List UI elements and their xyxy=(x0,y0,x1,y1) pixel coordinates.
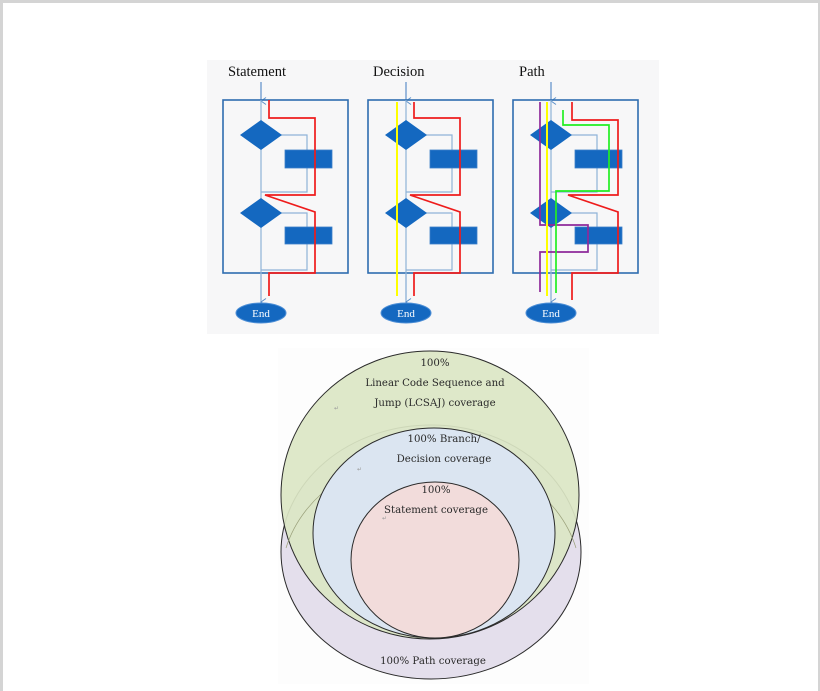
purple-path-line xyxy=(539,102,589,292)
process-box-2 xyxy=(429,226,478,245)
statement-label-line2: Statement coverage xyxy=(384,505,488,516)
decision-diamond-1 xyxy=(385,120,427,150)
flowcharts-svg: Statement End Decisio xyxy=(222,64,639,324)
end-node xyxy=(525,302,577,324)
branch-label-line2: Decision coverage xyxy=(397,454,492,465)
paragraph-mark: ↵ xyxy=(382,515,387,522)
red-path-line xyxy=(567,102,619,300)
lcsaj-label-line3: Jump (LCSAJ) coverage xyxy=(373,397,495,409)
red-path-line xyxy=(264,100,316,296)
flowchart-title: Statement xyxy=(228,64,286,80)
end-label: End xyxy=(252,308,270,320)
decision-diamond-1 xyxy=(240,120,282,150)
process-box-1 xyxy=(574,149,623,169)
coverage-venn-svg: 100% Linear Code Sequence and Jump (LCSA… xyxy=(280,350,582,680)
decision-diamond-2 xyxy=(240,198,282,228)
process-box-2 xyxy=(574,226,623,245)
lcsaj-label-line2: Linear Code Sequence and xyxy=(365,378,505,389)
flowchart-statement: Statement End xyxy=(222,64,349,324)
coverage-flowcharts-figure: Statement End Decisio xyxy=(207,60,659,334)
code-block-frame xyxy=(512,99,639,274)
process-box-1 xyxy=(429,149,478,169)
end-node xyxy=(235,302,287,324)
process-box-1 xyxy=(284,149,333,169)
lcsaj-label-line1: 100% xyxy=(420,358,449,369)
end-label: End xyxy=(542,308,560,320)
end-label: End xyxy=(397,308,415,320)
decision-diamond-2 xyxy=(385,198,427,228)
flowchart-title: Path xyxy=(519,64,546,80)
paragraph-mark: ↵ xyxy=(357,466,362,473)
end-node xyxy=(380,302,432,324)
flowchart-decision: Decision End xyxy=(367,64,494,324)
green-path-line xyxy=(555,110,610,293)
process-box-2 xyxy=(284,226,333,245)
document-page: Statement End Decisio xyxy=(3,3,818,691)
flowchart-path: Path End xyxy=(512,64,639,324)
paragraph-mark: ↵ xyxy=(334,405,339,412)
red-path-line xyxy=(409,102,461,296)
code-block-frame xyxy=(367,99,494,274)
path-label: 100% Path coverage xyxy=(380,656,486,667)
decision-diamond-2 xyxy=(530,198,572,228)
code-block-frame xyxy=(222,99,349,274)
coverage-hierarchy-figure: 100% Linear Code Sequence and Jump (LCSA… xyxy=(278,348,589,684)
branch-label-line1: 100% Branch/ xyxy=(407,434,481,445)
statement-label-line1: 100% xyxy=(421,485,450,496)
flowchart-title: Decision xyxy=(373,64,425,80)
statement-coverage-ellipse xyxy=(350,481,520,639)
